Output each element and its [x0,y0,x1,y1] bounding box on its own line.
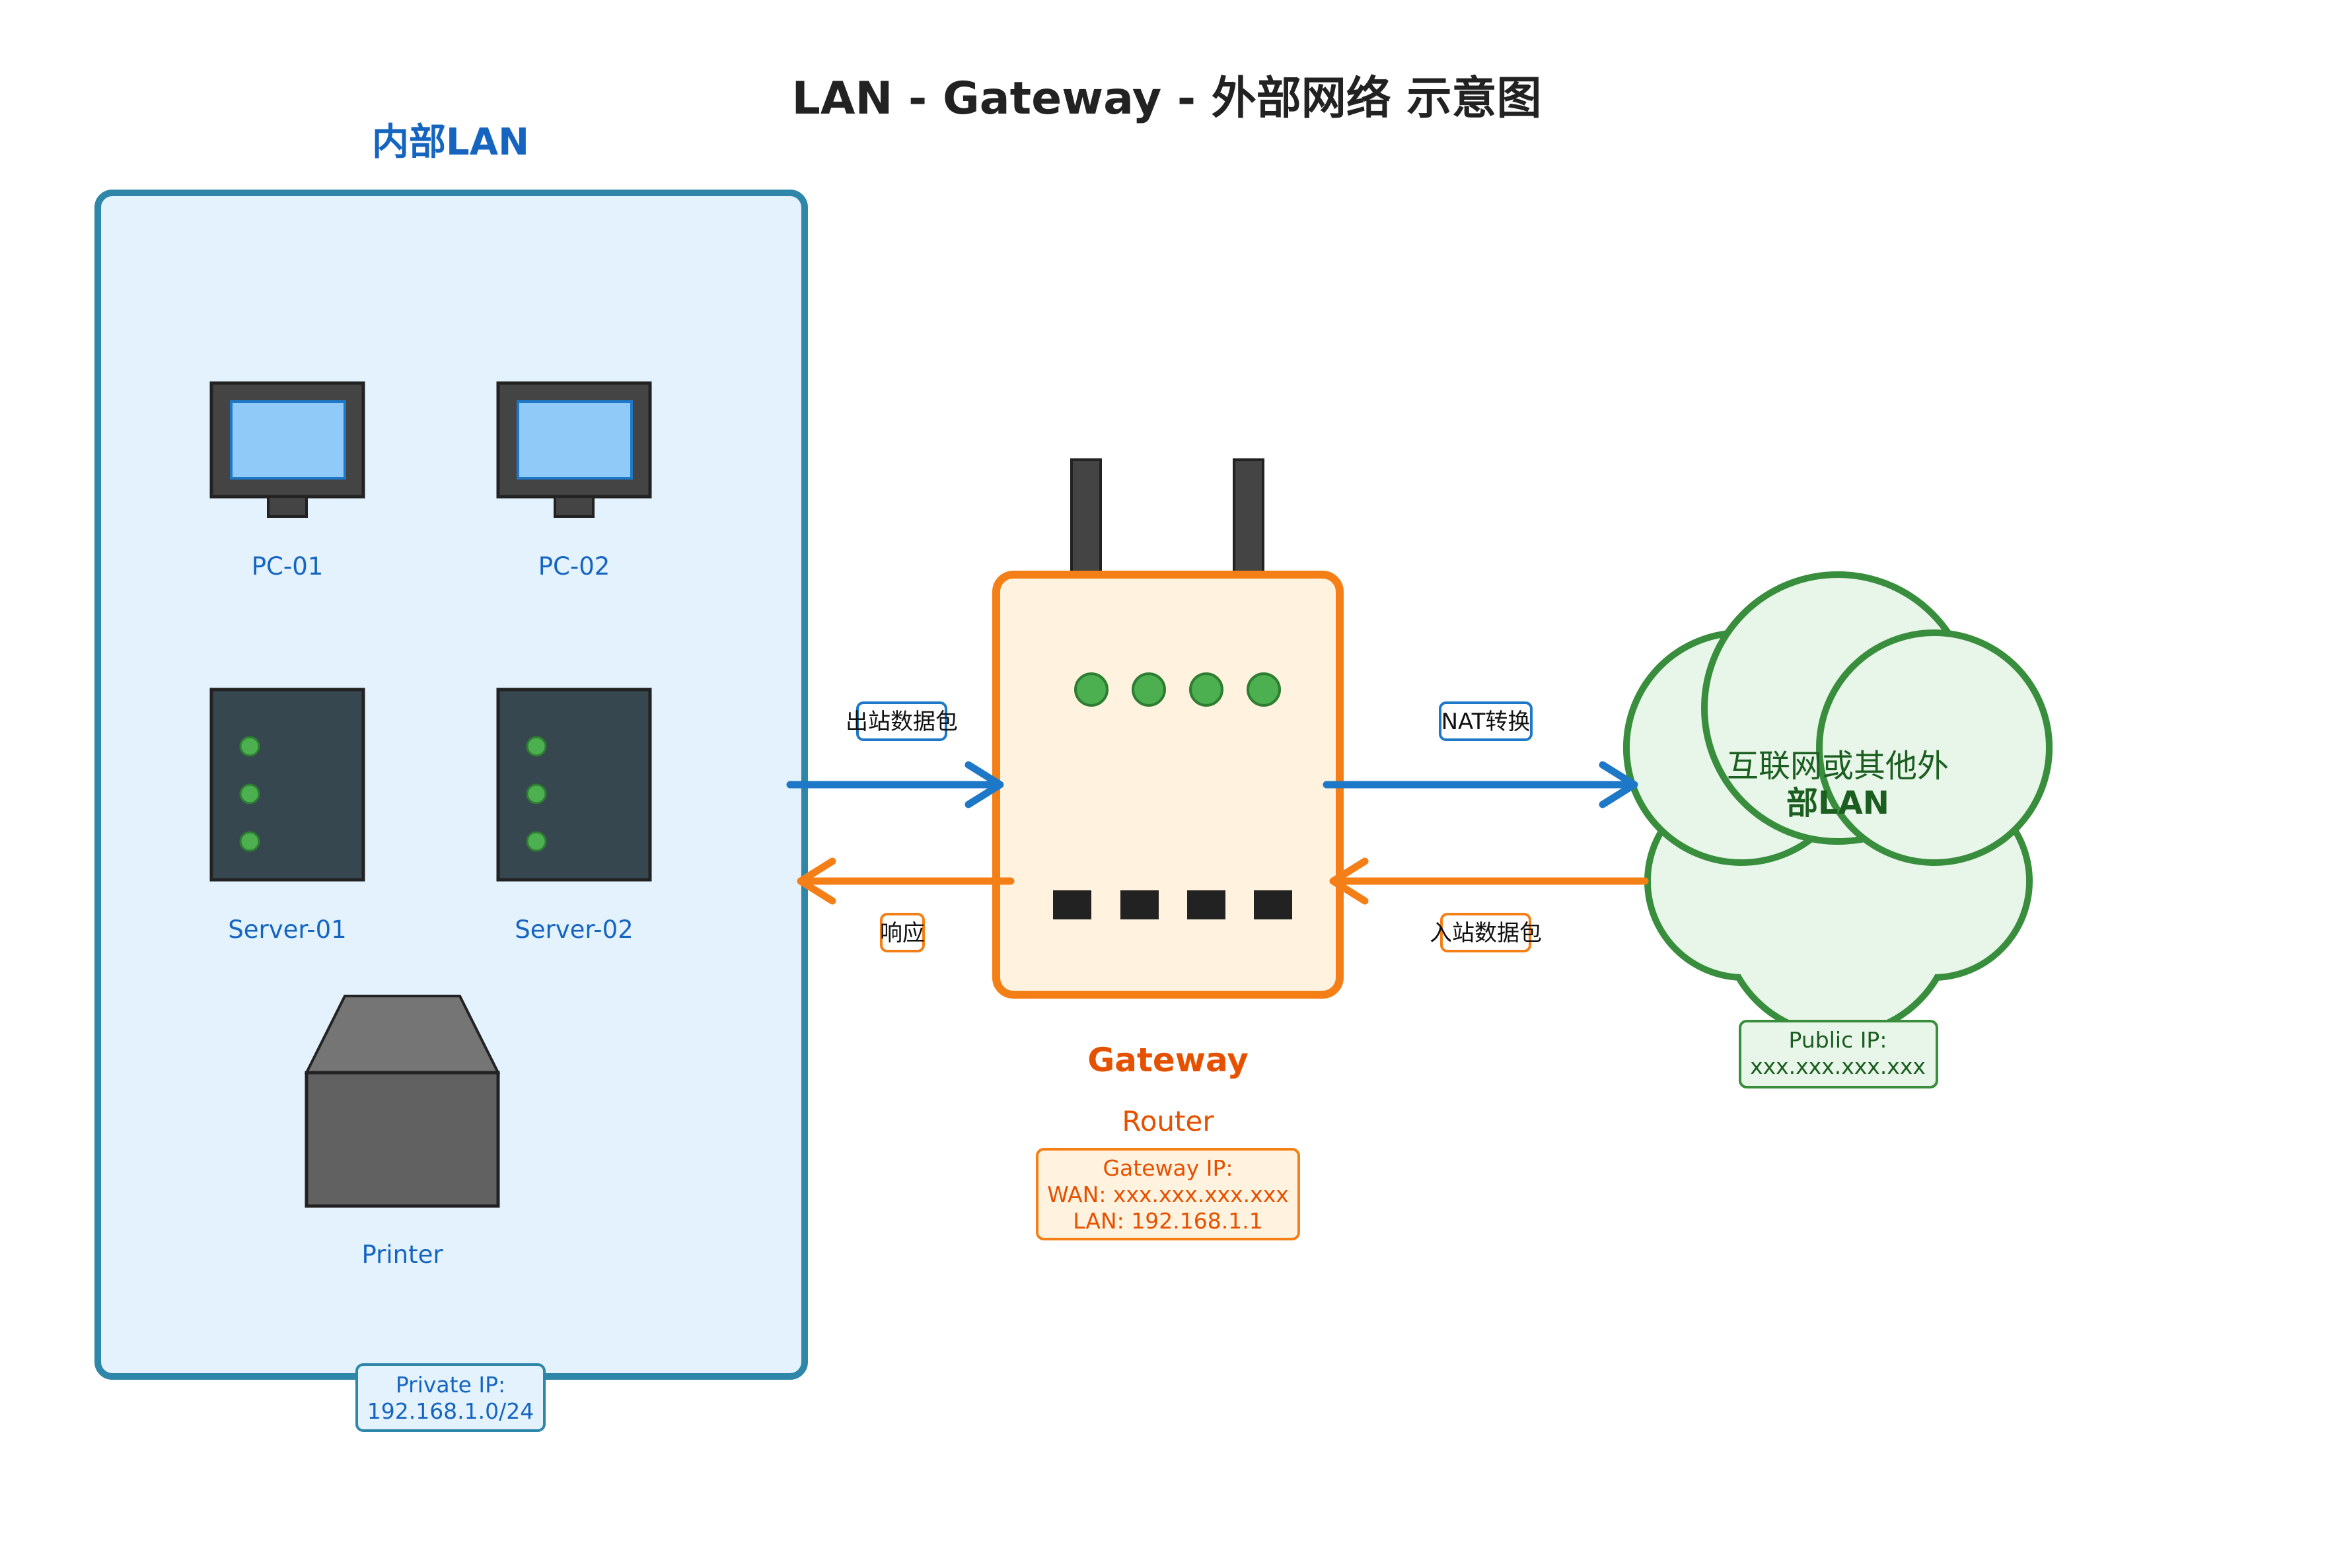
server-02-label: Server-02 [515,915,633,944]
lan-ip-box: Private IP: 192.168.1.0/24 [355,1363,546,1432]
router-body [992,571,1344,999]
lan-ip-label: Private IP: [396,1372,505,1398]
router-led-icon [1132,672,1166,707]
status-led-icon [239,783,260,804]
arrow-label-response: 响应 [880,913,925,952]
arrow-label-response-text: 响应 [880,920,925,946]
pc-01: PC-01 [209,381,365,581]
printer: Printer [304,995,501,1269]
ethernet-port-icon [1187,890,1225,919]
pc-01-label: PC-01 [252,552,324,581]
server-icon [209,688,365,882]
gateway-wan-ip: WAN: xxx.xxx.xxx.xxx [1047,1182,1289,1207]
ethernet-port-icon [1120,890,1159,919]
arrow-label-outbound-text: 出站数据包 [846,709,958,735]
arrow-label-outbound: 出站数据包 [846,701,958,741]
status-led-icon [526,831,547,852]
monitor-stand [267,495,308,518]
arrow-label-nat-text: NAT转换 [1441,709,1531,735]
server-01: Server-01 [209,688,365,944]
status-led-icon [526,783,547,804]
server-01-label: Server-01 [228,915,346,944]
pc-02: PC-02 [496,381,652,581]
pc-02-label: PC-02 [538,552,610,581]
inbound-arrow-external-to-gateway [1329,857,1649,905]
outbound-arrow-gateway-to-external [1323,761,1638,808]
server-icon [496,688,652,882]
gateway-lan-ip: LAN: 192.168.1.1 [1073,1208,1262,1234]
arrow-label-nat: NAT转换 [1439,701,1533,741]
gateway-router [992,458,1344,999]
gateway-title: Gateway [1087,1041,1249,1079]
lan-ip-value: 192.168.1.0/24 [367,1398,534,1424]
external-ip-label: Public IP: [1789,1027,1887,1053]
external-network-line2: 部LAN [1786,785,1889,822]
antenna-icon [1070,458,1102,577]
monitor-screen [230,400,346,480]
arrow-label-inbound: 入站数据包 [1430,913,1542,952]
status-led-icon [239,831,260,852]
status-led-icon [239,736,260,757]
gateway-ip-label: Gateway IP: [1103,1155,1233,1181]
router-led-icon [1247,672,1281,707]
status-led-icon [526,736,547,757]
inbound-arrow-gateway-to-lan [797,857,1015,905]
arrow-label-inbound-text: 入站数据包 [1430,920,1542,946]
router-led-icon [1189,672,1223,707]
gateway-subtitle: Router [1122,1105,1214,1137]
diagram-title: LAN - Gateway - 外部网络 示意图 [792,73,1542,125]
antenna-icon [1233,458,1264,577]
outbound-arrow-lan-to-gateway [786,761,1004,808]
ethernet-port-icon [1053,890,1091,919]
gateway-ip-box: Gateway IP: WAN: xxx.xxx.xxx.xxx LAN: 19… [1036,1148,1300,1240]
external-network-line1: 互联网或其他外 [1727,748,1949,785]
printer-label: Printer [361,1240,443,1269]
monitor-stand [554,495,595,518]
external-ip-box: Public IP: xxx.xxx.xxx.xxx [1739,1020,1938,1088]
server-02: Server-02 [496,688,652,944]
ethernet-port-icon [1254,890,1292,919]
external-network-cloud: 互联网或其他外 部LAN [1623,571,2053,1038]
printer-icon [305,1071,500,1208]
monitor-screen [517,400,633,480]
router-led-icon [1074,672,1109,707]
external-ip-value: xxx.xxx.xxx.xxx [1750,1053,1926,1079]
lan-title: 内部LAN [372,121,529,164]
